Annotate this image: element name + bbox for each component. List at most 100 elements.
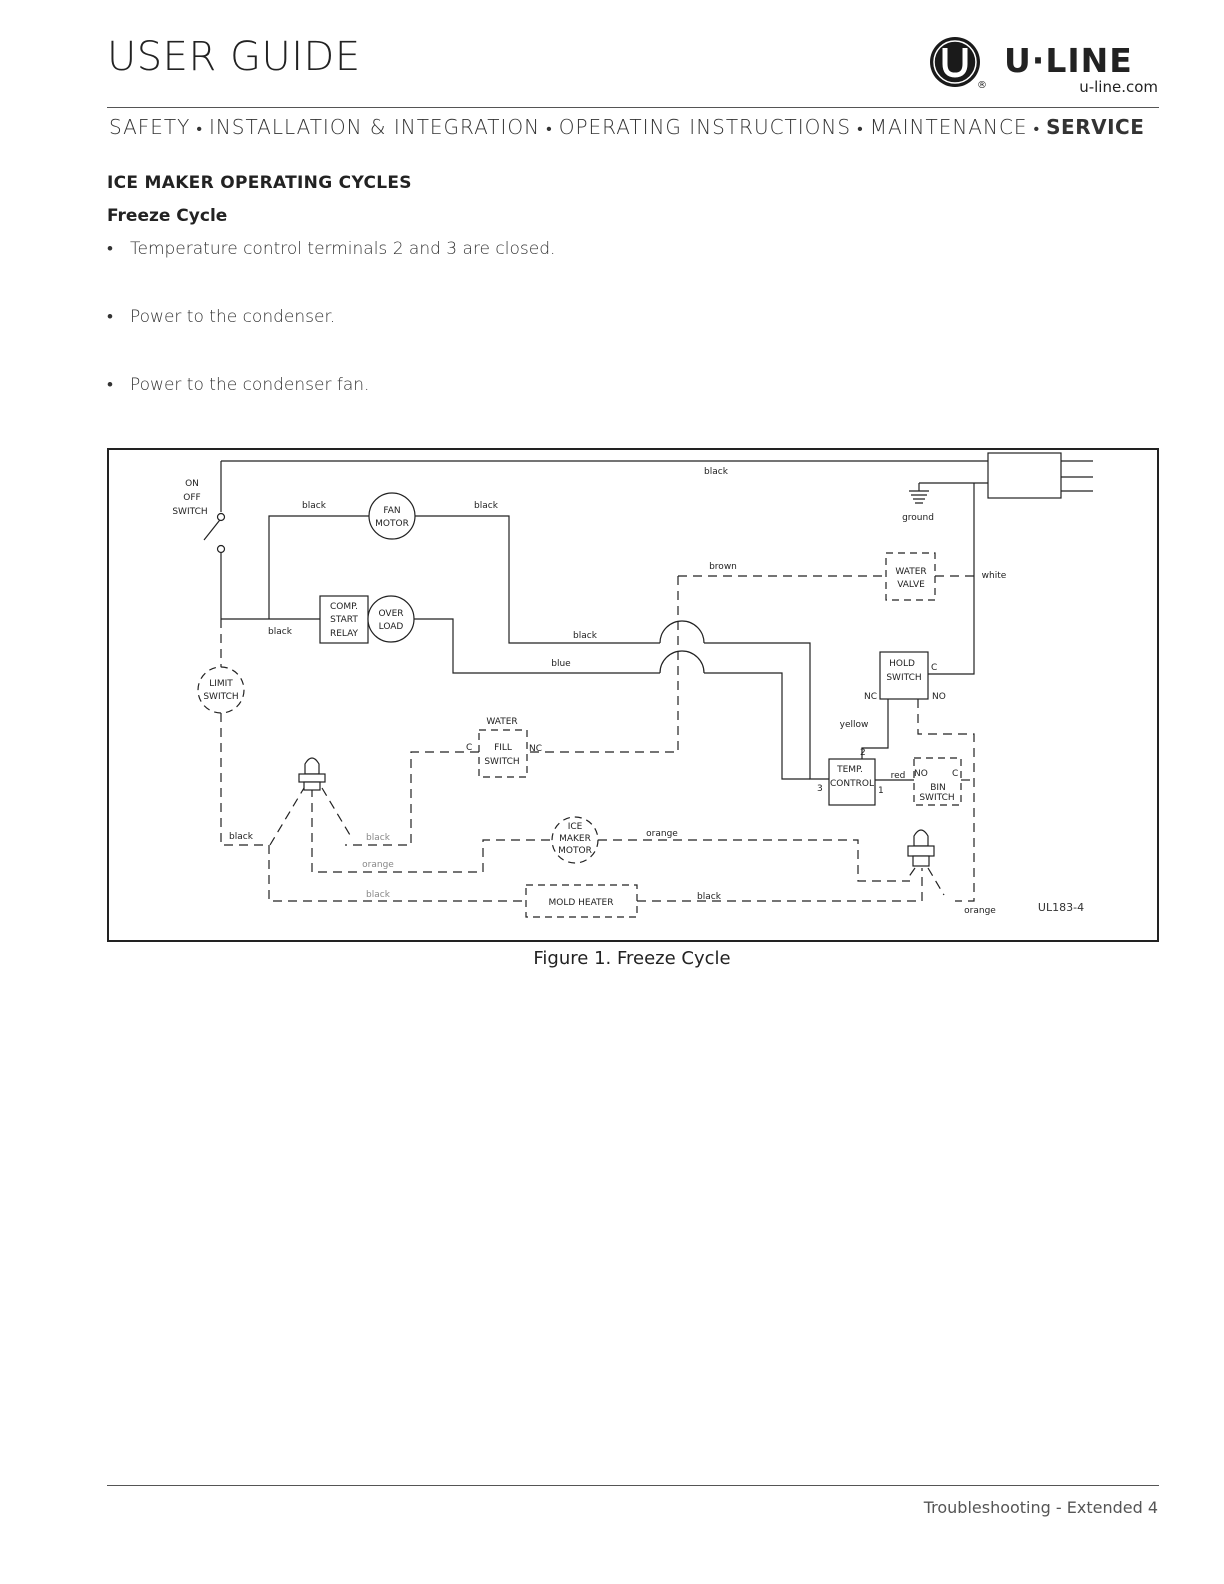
bullet-item: • Power to the condenser. bbox=[107, 307, 335, 327]
fan-motor-label: FAN bbox=[383, 506, 400, 516]
terminal-label: C bbox=[931, 663, 937, 673]
wire-label: black bbox=[704, 467, 729, 477]
registered-mark: ® bbox=[977, 80, 987, 91]
terminal-label: NC bbox=[529, 744, 542, 754]
on-off-label: SWITCH bbox=[172, 507, 207, 517]
brand-url[interactable]: u-line.com bbox=[1079, 78, 1158, 96]
wiring-diagram: ON OFF SWITCH FAN MOTOR COMP. START RELA… bbox=[107, 448, 1159, 942]
bullet-item: • Power to the condenser fan. bbox=[107, 375, 369, 395]
ice-maker-motor-label: MOTOR bbox=[558, 846, 592, 856]
nav-separator: • bbox=[1033, 119, 1041, 138]
comp-start-relay bbox=[319, 595, 369, 644]
terminal-label: NC bbox=[864, 692, 877, 702]
terminal-label: 1 bbox=[878, 786, 884, 796]
overload-label: LOAD bbox=[379, 622, 404, 632]
temp-control-label: TEMP. bbox=[836, 765, 863, 775]
overload-label: OVER bbox=[378, 609, 403, 619]
bullet-text: Temperature control terminals 2 and 3 ar… bbox=[130, 239, 556, 259]
nav-separator: • bbox=[857, 119, 864, 138]
fill-switch-label: FILL bbox=[494, 743, 512, 753]
nav-item-service[interactable]: SERVICE bbox=[1046, 115, 1145, 139]
bullet-symbol: • bbox=[107, 375, 113, 395]
temp-control bbox=[828, 758, 876, 806]
wire-label: brown bbox=[709, 562, 737, 572]
wire-label: orange bbox=[646, 829, 678, 839]
water-fill-switch bbox=[478, 729, 528, 778]
nav-item-installation[interactable]: INSTALLATION & INTEGRATION bbox=[208, 115, 541, 139]
wire-label: yellow bbox=[840, 720, 869, 730]
limit-switch-label: SWITCH bbox=[203, 692, 238, 702]
limit-switch-label: LIMIT bbox=[209, 679, 233, 689]
wire-label: orange bbox=[362, 860, 394, 870]
sub-title: Freeze Cycle bbox=[107, 206, 228, 226]
wire-label: black bbox=[573, 631, 598, 641]
relay-label: COMP. bbox=[330, 602, 358, 612]
bulb-icon bbox=[907, 829, 935, 867]
over-load bbox=[367, 595, 415, 643]
ice-maker-motor-label: MAKER bbox=[559, 834, 591, 844]
logo-circle-icon bbox=[930, 37, 980, 87]
terminal-label: 3 bbox=[817, 784, 823, 794]
wire-label: black bbox=[268, 627, 293, 637]
water-valve-label: WATER bbox=[895, 567, 926, 577]
fan-motor bbox=[368, 492, 416, 540]
brand-name: U·LINE bbox=[1004, 41, 1133, 80]
water-fill-title: WATER bbox=[486, 717, 517, 727]
bin-switch-label: BIN bbox=[930, 783, 946, 793]
wire-label: black bbox=[366, 833, 391, 843]
relay-label: RELAY bbox=[330, 629, 359, 639]
bin-switch-label: SWITCH bbox=[919, 793, 954, 803]
terminal-label: C bbox=[952, 769, 958, 779]
figure-code: UL183-4 bbox=[1038, 901, 1084, 914]
relay-label: START bbox=[330, 615, 358, 625]
on-off-label: OFF bbox=[183, 493, 200, 503]
bullet-text: Power to the condenser fan. bbox=[130, 375, 370, 395]
document-title: USER GUIDE bbox=[107, 34, 361, 80]
wire-label: orange bbox=[964, 906, 996, 916]
u-line-logo: ® U·LINE bbox=[930, 37, 1133, 91]
fill-switch-label: SWITCH bbox=[484, 757, 519, 767]
fan-motor-label: MOTOR bbox=[375, 519, 409, 529]
footer-rule bbox=[107, 1485, 1159, 1486]
wire-label: black bbox=[697, 892, 722, 902]
wire-label: black bbox=[229, 832, 254, 842]
hold-switch bbox=[879, 651, 929, 700]
nav-separator: • bbox=[546, 119, 553, 138]
hold-switch-label: HOLD bbox=[889, 659, 915, 669]
footer-text: Troubleshooting - Extended 4 bbox=[923, 1498, 1158, 1517]
water-valve-label: VALVE bbox=[897, 580, 925, 590]
wire-label: white bbox=[982, 571, 1007, 581]
wire-label: red bbox=[891, 771, 906, 781]
header-rule bbox=[107, 107, 1159, 108]
main-terminal-box bbox=[987, 452, 1062, 499]
nav-item-safety[interactable]: SAFETY bbox=[109, 115, 191, 139]
limit-switch bbox=[197, 666, 245, 714]
bullet-text: Power to the condenser. bbox=[130, 307, 336, 327]
section-nav: SAFETY • INSTALLATION & INTEGRATION • OPERAT… bbox=[109, 115, 1161, 139]
figure-caption: Figure 1. Freeze Cycle bbox=[533, 948, 731, 969]
on-off-label: ON bbox=[185, 479, 199, 489]
hold-switch-label: SWITCH bbox=[886, 673, 921, 683]
nav-separator: • bbox=[196, 119, 203, 138]
wire-label: black bbox=[366, 890, 391, 900]
water-valve bbox=[885, 552, 936, 601]
mold-heater bbox=[525, 884, 638, 918]
wire-label: black bbox=[474, 501, 499, 511]
temp-control-label: CONTROL bbox=[830, 779, 874, 789]
nav-item-maintenance[interactable]: MAINTENANCE bbox=[869, 115, 1028, 139]
mold-heater-label: MOLD HEATER bbox=[548, 898, 613, 908]
bin-switch bbox=[913, 757, 962, 806]
terminal-label: NO bbox=[932, 692, 946, 702]
ice-maker-motor-label: ICE bbox=[568, 822, 583, 832]
wire-label: blue bbox=[551, 659, 571, 669]
ice-maker-motor bbox=[551, 816, 599, 864]
ground-label: ground bbox=[902, 513, 934, 523]
section-title: ICE MAKER OPERATING CYCLES bbox=[107, 173, 412, 193]
bullet-symbol: • bbox=[107, 307, 113, 327]
wire-label: black bbox=[302, 501, 327, 511]
terminal-label: 2 bbox=[860, 748, 866, 758]
nav-item-operating[interactable]: OPERATING INSTRUCTIONS bbox=[558, 115, 852, 139]
bulb-icon bbox=[298, 757, 326, 791]
terminal-label: C bbox=[466, 743, 472, 753]
bullet-symbol: • bbox=[107, 239, 113, 259]
